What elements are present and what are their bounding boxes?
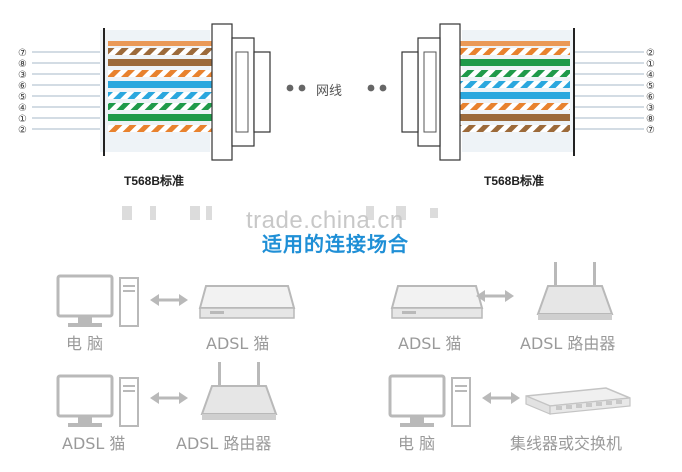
- right-pin-label: ①: [646, 59, 655, 70]
- right-pin-label: ⑧: [646, 114, 655, 125]
- modem-icon: [390, 285, 484, 319]
- watermark: trade.china.cn: [246, 207, 404, 234]
- double-arrow-icon: [150, 294, 188, 306]
- blur-decoration: [122, 206, 438, 220]
- left-pin-label: ⑤: [18, 92, 27, 103]
- computer-icon: [56, 274, 139, 327]
- device-label: 集线器或交换机: [510, 434, 623, 453]
- left-pin-label: ①: [18, 114, 27, 125]
- left-pin-labels: ⑦ ⑧ ③ ⑥ ⑤ ④ ① ②: [18, 48, 27, 136]
- left-pin-label: ⑦: [18, 48, 27, 59]
- right-pin-label: ⑤: [646, 81, 655, 92]
- device-label: ADSL 路由器: [520, 334, 616, 353]
- double-arrow-icon: [476, 290, 514, 302]
- double-arrow-icon: [482, 392, 520, 404]
- cable-dots: [286, 84, 387, 92]
- left-connector: [32, 23, 271, 161]
- cable-label: 网线: [316, 84, 343, 99]
- computer-icon: [56, 374, 139, 427]
- device-label: ADSL 路由器: [176, 434, 272, 453]
- left-pin-label: ⑧: [18, 59, 27, 70]
- right-pin-label: ③: [646, 103, 655, 114]
- device-label: 电 脑: [398, 434, 436, 453]
- modem-icon: [198, 285, 296, 319]
- computer-icon: [388, 374, 471, 427]
- device-label: 电 脑: [66, 334, 104, 353]
- section-title: 适用的连接场合: [262, 232, 409, 256]
- switch-icon: [525, 387, 631, 415]
- router-icon: [200, 362, 278, 420]
- right-pin-label: ⑦: [646, 125, 655, 136]
- router-icon: [536, 262, 614, 320]
- left-standard-label: T568B标准: [124, 174, 185, 188]
- left-pin-label: ②: [18, 125, 27, 136]
- right-pin-label: ⑥: [646, 92, 655, 103]
- left-pin-label: ⑥: [18, 81, 27, 92]
- device-label: ADSL 猫: [206, 334, 270, 353]
- right-pin-labels: ② ① ④ ⑤ ⑥ ③ ⑧ ⑦: [646, 48, 655, 136]
- right-wires: [460, 41, 570, 132]
- right-standard-label: T568B标准: [484, 174, 545, 188]
- left-pin-label: ③: [18, 70, 27, 81]
- right-connector: [401, 23, 644, 161]
- device-label: ADSL 猫: [62, 434, 126, 453]
- left-pin-label: ④: [18, 103, 27, 114]
- device-label: ADSL 猫: [398, 334, 462, 353]
- right-pin-label: ④: [646, 70, 655, 81]
- right-pin-label: ②: [646, 48, 655, 59]
- double-arrow-icon: [150, 392, 188, 404]
- left-wires: [108, 41, 212, 132]
